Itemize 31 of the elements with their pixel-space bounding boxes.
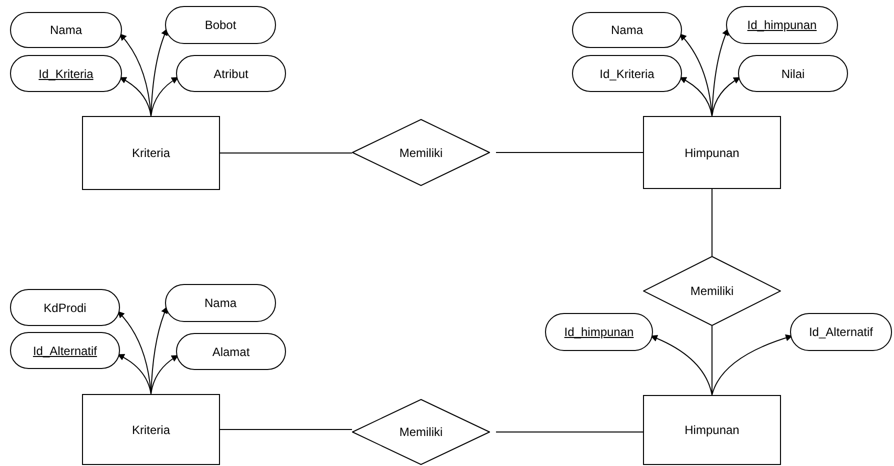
- key-attribute-label: Id_Kriteria: [38, 66, 94, 82]
- relationship-label: Memiliki: [399, 144, 443, 162]
- entity-label: Kriteria: [132, 145, 170, 162]
- entity-label: Kriteria: [132, 422, 170, 438]
- connector-line: [220, 429, 352, 430]
- attribute-label: Nama: [610, 22, 643, 39]
- relationship-diamond: [352, 399, 490, 465]
- attribute-label: Id_Kriteria: [600, 66, 654, 82]
- entity-box: [82, 394, 220, 465]
- connector-line: [220, 152, 352, 154]
- entity-box: [643, 395, 781, 465]
- relationship-label: Memiliki: [399, 424, 443, 441]
- connector-line: [496, 152, 644, 153]
- attribute-label: Alamat: [212, 344, 250, 360]
- attribute-label: Nama: [204, 295, 236, 312]
- key-attribute-label: Id_himpunan: [747, 17, 817, 34]
- attribute-label: Id_Alternatif: [808, 324, 874, 341]
- attribute-label: Bobot: [204, 17, 236, 34]
- attribute-label: KdProdi: [44, 300, 86, 316]
- key-attribute-label: Id_himpunan: [564, 324, 634, 341]
- entity-box: [643, 116, 781, 189]
- relationship-diamond: [352, 119, 490, 186]
- relationship-diamond: [643, 256, 781, 326]
- relationship-label: Memiliki: [690, 283, 734, 300]
- entity-box: [82, 116, 220, 190]
- entity-label: Himpunan: [684, 144, 740, 162]
- attribute-label: Nama: [50, 22, 82, 39]
- entity-label: Himpunan: [684, 422, 740, 439]
- key-attribute-label: Id_Alternatif: [32, 342, 98, 360]
- attribute-label: Nilai: [781, 66, 805, 82]
- attribute-label: Atribut: [214, 66, 248, 82]
